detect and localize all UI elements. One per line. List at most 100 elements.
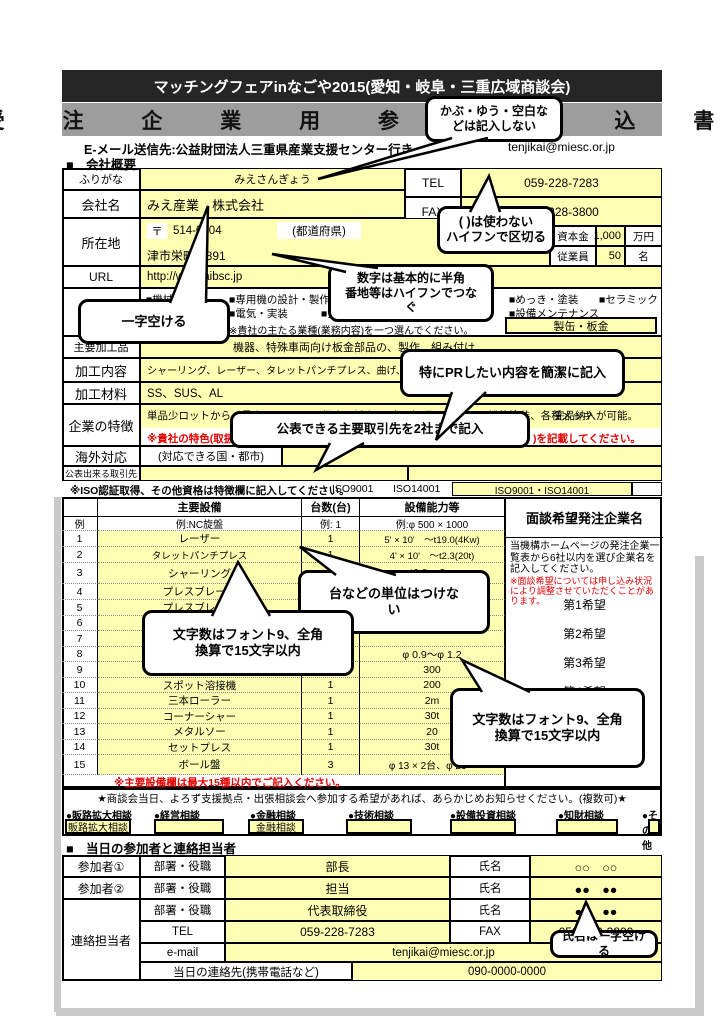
row-name[interactable]: 三本ローラー bbox=[98, 693, 302, 709]
contact-fax-label: FAX bbox=[450, 921, 530, 943]
row-name[interactable]: シャーリング bbox=[98, 563, 302, 584]
clients-field-2[interactable] bbox=[408, 466, 662, 481]
row-qty[interactable]: 1 bbox=[302, 547, 360, 563]
row-no: 10 bbox=[62, 678, 98, 693]
participant2-role-label: 部署・役職 bbox=[140, 877, 225, 899]
contact-name-field[interactable]: ●● ●● bbox=[530, 899, 662, 921]
consult-option-0: ●販路拡大相談 bbox=[66, 811, 133, 822]
interview-caution: ※面談希望については申し込み状況により調整させていただくことがあります。 bbox=[510, 576, 654, 606]
row-qty[interactable]: 1 bbox=[302, 693, 360, 709]
tel-field[interactable]: 059-228-7283 bbox=[461, 168, 662, 197]
form-title: 受 注 企 業 用 参 加 申 込 書 bbox=[0, 109, 724, 133]
example-cap: 例:φ 500 × 1000 bbox=[360, 517, 505, 531]
callout-address: 数字は基本的に半角 番地等はハイフンでつな ぐ bbox=[328, 264, 494, 322]
callout-pr: 特にPRしたい内容を簡潔に記入 bbox=[400, 349, 625, 397]
consult-answer-3[interactable] bbox=[346, 819, 412, 834]
address2-value[interactable]: 津市栄町1-891 bbox=[147, 249, 226, 263]
row-no: 14 bbox=[62, 740, 98, 755]
scan-edge-left bbox=[54, 497, 61, 1012]
row-cap[interactable]: 300 bbox=[360, 662, 505, 678]
row-name[interactable]: メタルソー bbox=[98, 724, 302, 740]
row-cap[interactable]: φ 0.9～φ 1.2 bbox=[360, 647, 505, 662]
industry-note: ※貴社の主たる業種(業務内容)を一つ選んでください。 bbox=[229, 326, 474, 337]
row-name[interactable]: ボール盤 bbox=[98, 755, 302, 775]
participant1-role-field[interactable]: 部長 bbox=[225, 855, 450, 877]
tel-label: TEL bbox=[405, 168, 461, 197]
participant1-name-field[interactable]: ○○ ○○ bbox=[530, 855, 662, 877]
row-name[interactable]: スポット溶接機 bbox=[98, 678, 302, 693]
company-name-field[interactable]: みえ産業 株式会社 bbox=[140, 190, 405, 218]
wish-label-1: 第1希望 bbox=[563, 598, 606, 612]
equipment-header-name: 主要設備 bbox=[98, 497, 302, 517]
row-name[interactable]: セットプレス bbox=[98, 740, 302, 755]
employees-field[interactable]: 50 bbox=[596, 246, 625, 266]
row-qty[interactable]: 1 bbox=[302, 678, 360, 693]
consult-option-4: ●設備投資相談 bbox=[450, 811, 517, 822]
industry-item-2[interactable]: ■めっき・塗装 bbox=[509, 294, 579, 306]
capital-label: 資本金 bbox=[550, 226, 596, 246]
row-no: 15 bbox=[62, 755, 98, 775]
row-qty[interactable]: 3 bbox=[302, 755, 360, 775]
row-name[interactable]: コーナーシャー bbox=[98, 709, 302, 724]
contact-tel-field[interactable]: 059-228-7283 bbox=[225, 921, 450, 943]
overseas-field[interactable] bbox=[282, 446, 662, 466]
industry-item-4[interactable]: ■電気・実装 bbox=[229, 308, 288, 320]
consult-answer-1[interactable] bbox=[154, 819, 224, 834]
furigana-field[interactable]: みえさんぎょう bbox=[140, 168, 405, 190]
row-cap[interactable]: 4' × 10' ～t2.3(20t) bbox=[360, 547, 505, 563]
equipment-row: 12 コーナーシャー 1 30t bbox=[62, 709, 505, 724]
contact-role-field[interactable]: 代表取締役 bbox=[225, 899, 450, 921]
row-qty[interactable]: 1 bbox=[302, 531, 360, 547]
row-no: 6 bbox=[62, 616, 98, 631]
iso-extra-cell[interactable] bbox=[632, 482, 662, 496]
row-qty[interactable]: 1 bbox=[302, 740, 360, 755]
employees-unit: 名 bbox=[625, 246, 662, 266]
equipment-table bbox=[62, 497, 662, 788]
consult-answer-4[interactable] bbox=[450, 819, 516, 834]
capital-field[interactable]: 1,000 bbox=[593, 226, 625, 246]
callout-name-space: 氏名は一字空ける bbox=[550, 929, 658, 958]
participant2-role-field[interactable]: 担当 bbox=[225, 877, 450, 899]
consult-answer-2[interactable]: 金融相談 bbox=[248, 819, 304, 834]
equipment-row: 10 スポット溶接機 1 200 bbox=[62, 678, 505, 693]
contact-role-label: 部署・役職 bbox=[140, 899, 225, 921]
row-cap[interactable] bbox=[360, 631, 505, 647]
consult-option-2: ●金融相談 bbox=[250, 811, 297, 822]
contact-tel-label: TEL bbox=[140, 921, 225, 943]
participant1-label: 参加者① bbox=[62, 855, 140, 877]
industry-item-1[interactable]: ■専用機の設計・製作 bbox=[229, 294, 330, 306]
consult-answer-5[interactable] bbox=[556, 819, 618, 834]
row-name[interactable]: タレットパンチプレス bbox=[98, 547, 302, 563]
equipment-note-row: ※主要設備欄は最大15種以内でご記入ください。 bbox=[62, 775, 505, 789]
participant2-name-label: 氏名 bbox=[450, 877, 530, 899]
furigana-label: ふりがな bbox=[62, 168, 140, 190]
equipment-row: 13 メタルソー 1 20 bbox=[62, 724, 505, 740]
row-no: 12 bbox=[62, 709, 98, 724]
row-no: 1 bbox=[62, 531, 98, 547]
example-name: 例:NC旋盤 bbox=[98, 517, 302, 531]
row-cap[interactable]: 5' × 10' ～t19.0(4Kw) bbox=[360, 531, 505, 547]
consult-answer-0[interactable]: 販路拡大相談 bbox=[65, 819, 131, 834]
row-name[interactable]: レーザー bbox=[98, 531, 302, 547]
iso-field[interactable]: ISO9001・ISO14001 bbox=[452, 482, 632, 497]
industry-selected-box[interactable]: 製缶・板金 bbox=[505, 317, 657, 334]
scan-edge-bottom bbox=[56, 1008, 704, 1016]
row-qty[interactable]: 1 bbox=[302, 709, 360, 724]
row-name[interactable]: プレスブレーキ bbox=[98, 584, 302, 600]
equipment-example-row: 例 例:NC旋盤 例: 1 例:φ 500 × 1000 bbox=[62, 517, 505, 531]
process-label: 加工内容 bbox=[62, 358, 140, 382]
postal-code[interactable]: 514-0004 bbox=[173, 225, 222, 237]
contact-email-label: e-mail bbox=[140, 943, 225, 962]
example-no: 例 bbox=[62, 517, 98, 531]
features-text-2: 完品納入が可能。 bbox=[554, 410, 638, 422]
consult-answer-6[interactable] bbox=[648, 819, 660, 834]
industry-item-3[interactable]: ■セラミック bbox=[599, 294, 658, 306]
interview-panel: 面談希望発注企業名 当機構ホームページの発注企業一覧表から6社以内を選び企業名を… bbox=[505, 497, 663, 788]
participant2-name-field[interactable]: ●● ●● bbox=[530, 877, 662, 899]
dayphone-field[interactable]: 090-0000-0000 bbox=[352, 962, 662, 981]
wish-label-2: 第2希望 bbox=[563, 627, 606, 641]
clients-field-1[interactable] bbox=[140, 466, 408, 481]
interview-instruction: 当機構ホームページの発注企業一覧表から6社以内を選び企業名を記入してください。 bbox=[510, 541, 660, 575]
wish-label-3: 第3希望 bbox=[563, 656, 606, 670]
row-qty[interactable]: 1 bbox=[302, 724, 360, 740]
